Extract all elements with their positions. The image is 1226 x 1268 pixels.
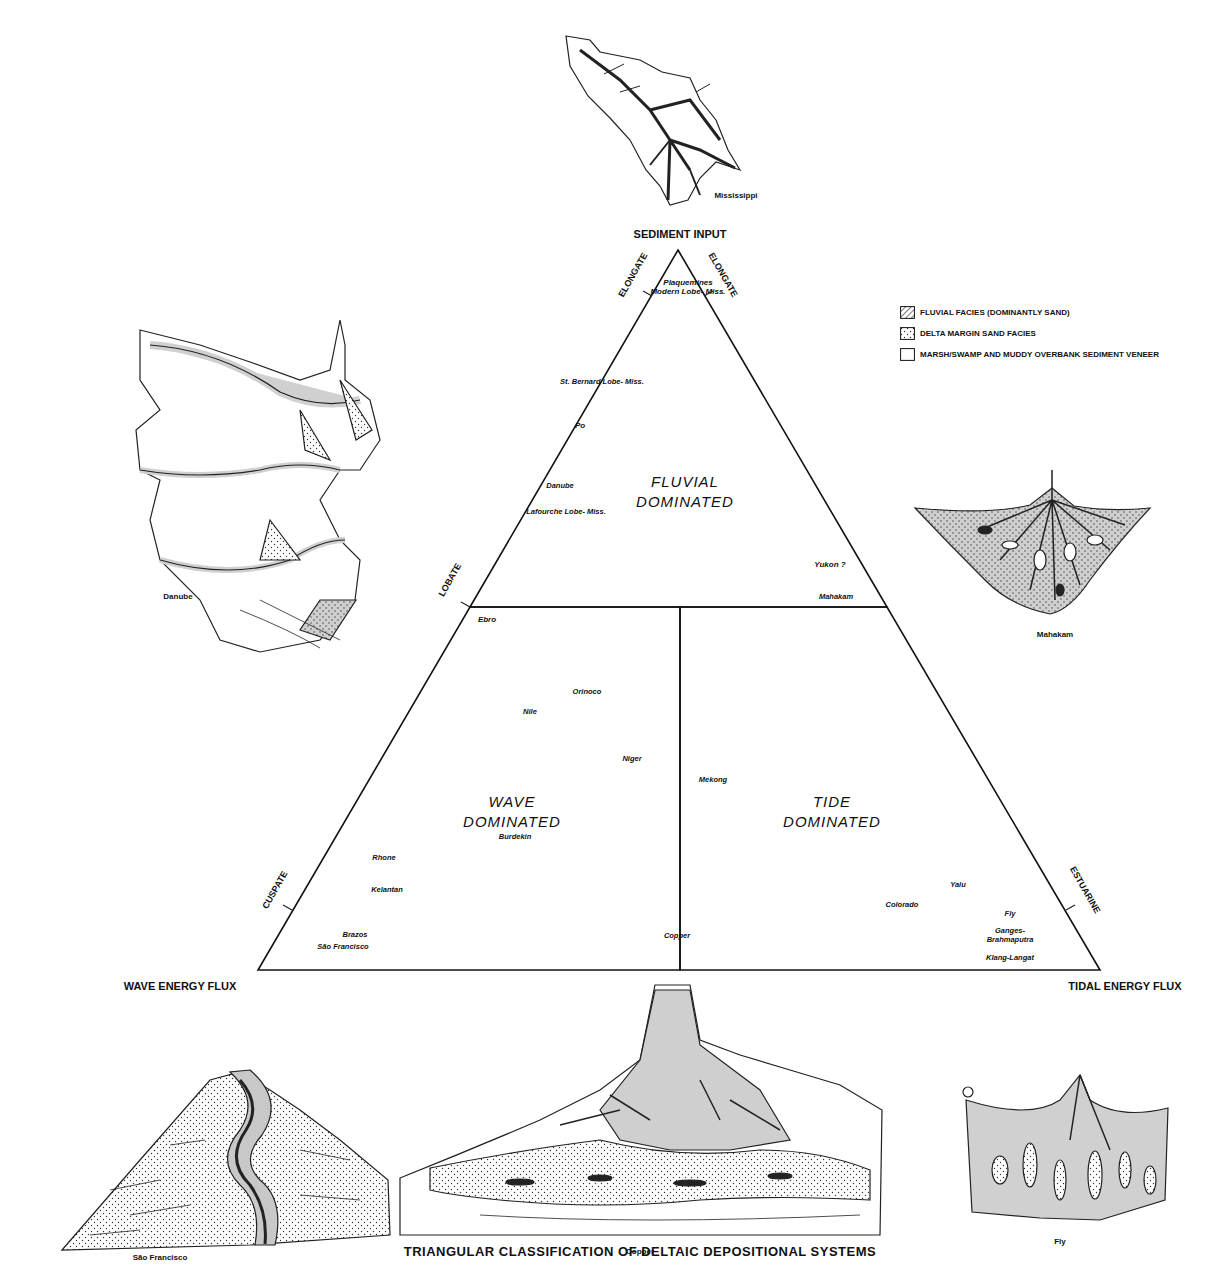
delta-name: Niger bbox=[622, 755, 641, 764]
delta-name: Yalu bbox=[950, 881, 966, 890]
legend-text: MARSH/SWAMP AND MUDDY OVERBANK SEDIMENT … bbox=[920, 350, 1159, 359]
delta-name: Rhone bbox=[372, 854, 395, 863]
delta-name: Yukon ? bbox=[814, 560, 845, 569]
region-outline bbox=[455, 245, 895, 611]
region-name: WAVE DOMINATED bbox=[452, 792, 572, 833]
region-outline bbox=[255, 603, 685, 975]
delta-name: Brazos bbox=[342, 931, 367, 940]
region-name: FLUVIAL DOMINATED bbox=[625, 472, 745, 513]
diagram-title: TRIANGULAR CLASSIFICATION OF DELTAIC DEP… bbox=[404, 1245, 876, 1260]
side-ticks bbox=[283, 291, 1075, 910]
axis-label: Mississippi bbox=[714, 191, 757, 200]
classification-region: WAVE DOMINATED bbox=[255, 603, 685, 975]
sao-francisco-sketch bbox=[62, 1070, 390, 1250]
delta-name: Ebro bbox=[478, 615, 496, 624]
axis-label: Fly bbox=[1054, 1237, 1066, 1246]
region-border bbox=[258, 607, 680, 970]
copper-sketch bbox=[400, 985, 882, 1235]
region-outline bbox=[676, 603, 1106, 975]
region-name: TIDE DOMINATED bbox=[772, 792, 892, 833]
axis-label: Mahakam bbox=[1037, 630, 1073, 639]
delta-name: Kelantan bbox=[371, 886, 403, 895]
delta-name: Fly bbox=[1005, 910, 1016, 919]
axis-label: ESTUARINE bbox=[1068, 865, 1103, 915]
legend-entry: MARSH/SWAMP AND MUDDY OVERBANK SEDIMENT … bbox=[900, 348, 1159, 361]
delta-name: Danube bbox=[546, 482, 574, 491]
axis-label: WAVE ENERGY FLUX bbox=[124, 980, 237, 993]
axis-label: CUSPATE bbox=[260, 869, 290, 910]
axis-label: São Francisco bbox=[133, 1253, 188, 1262]
legend-entry: FLUVIAL FACIES (DOMINANTLY SAND) bbox=[900, 306, 1070, 319]
delta-name: Colorado bbox=[886, 901, 919, 910]
delta-name: Lafourche Lobe- Miss. bbox=[516, 508, 616, 517]
legend-swatch bbox=[900, 327, 915, 340]
classification-region: TIDE DOMINATED bbox=[676, 603, 1106, 975]
axis-label: Danube bbox=[163, 592, 192, 601]
legend-swatch bbox=[900, 306, 915, 319]
mahakam-sketch bbox=[915, 470, 1150, 614]
classification-region: FLUVIAL DOMINATED bbox=[455, 245, 895, 611]
delta-name: Nile bbox=[523, 708, 537, 717]
mississippi-sketch bbox=[566, 36, 740, 205]
region-border bbox=[680, 607, 1100, 970]
delta-name: St. Bernard Lobe- Miss. bbox=[552, 378, 652, 387]
delta-name: Copper bbox=[664, 932, 690, 941]
legend-text: DELTA MARGIN SAND FACIES bbox=[920, 329, 1036, 338]
delta-name: Mahakam bbox=[819, 593, 853, 602]
delta-name: Mekong bbox=[699, 776, 727, 785]
delta-name: Burdekin bbox=[499, 833, 532, 842]
delta-name: Klang-Langat bbox=[986, 954, 1034, 963]
axis-label: LOBATE bbox=[437, 562, 464, 599]
legend-entry: DELTA MARGIN SAND FACIES bbox=[900, 327, 1036, 340]
delta-name: Po bbox=[575, 421, 585, 430]
delta-name: Orinoco bbox=[573, 688, 602, 697]
delta-name: Ganges- Brahmaputra bbox=[975, 927, 1045, 944]
danube-sketch bbox=[136, 320, 380, 652]
region-border bbox=[470, 250, 887, 607]
delta-name: Plaquemines Modern Lobe- Miss. bbox=[648, 278, 728, 296]
legend-text: FLUVIAL FACIES (DOMINANTLY SAND) bbox=[920, 308, 1070, 317]
axis-label: ELONGATE bbox=[616, 251, 649, 299]
delta-name: São Francisco bbox=[317, 943, 368, 952]
legend-swatch bbox=[900, 348, 915, 361]
fly-sketch bbox=[963, 1075, 1168, 1220]
axis-label: TIDAL ENERGY FLUX bbox=[1068, 980, 1181, 993]
axis-label: SEDIMENT INPUT bbox=[634, 228, 727, 241]
